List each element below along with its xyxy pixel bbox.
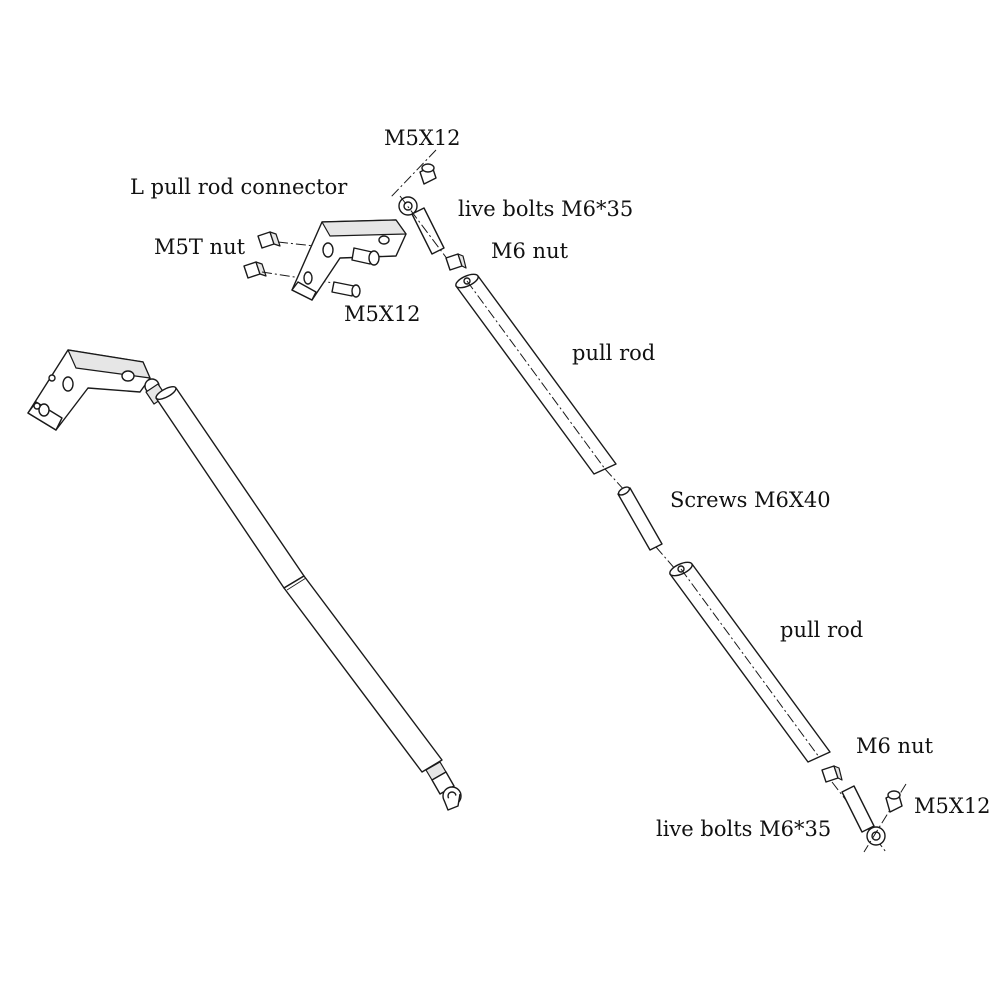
m5x12-bolt-bracket-upper: [351, 247, 380, 266]
label-m5x12-bottom: M5X12: [914, 794, 991, 818]
m5x12-bolt-top: [389, 149, 437, 199]
m6-nut-top: [445, 253, 467, 271]
live-bolt-bottom: [831, 781, 907, 853]
m5x12-bolt-bracket-lower: [331, 281, 361, 298]
m5t-nut-lower: [243, 261, 267, 279]
label-m5t-nut: M5T nut: [154, 235, 246, 259]
assembled-upper-ball-joint: [144, 378, 167, 405]
m5t-nut-upper: [257, 231, 281, 249]
assembled-rod-lower-tube: [283, 575, 443, 773]
label-l-pull-rod-connector: L pull rod connector: [130, 175, 348, 199]
exploded-pull-rod-lower: [669, 561, 831, 763]
m6-nut-bottom: [821, 765, 843, 783]
label-live-bolts-top: live bolts M6*35: [458, 197, 633, 221]
label-m6-nut-bottom: M6 nut: [856, 734, 934, 758]
assembled-l-bracket: [27, 349, 151, 431]
exploded-pull-rod-upper: [455, 273, 617, 475]
exploded-l-connector-group: [243, 149, 467, 301]
label-live-bolts-bottom: live bolts M6*35: [656, 817, 831, 841]
label-screws-m6x40: Screws M6X40: [670, 488, 831, 512]
label-m5x12-top: M5X12: [384, 126, 461, 150]
assembled-pull-rod: [27, 349, 462, 811]
label-m6-nut-top: M6 nut: [491, 239, 569, 263]
live-bolt-top: [398, 195, 455, 269]
m5x12-bolt-bottom: [885, 790, 903, 813]
label-m5x12-mid: M5X12: [344, 302, 421, 326]
assembled-lower-ball-joint: [425, 761, 462, 811]
exploded-l-bracket: [291, 219, 407, 301]
label-pull-rod-lower: pull rod: [780, 618, 863, 642]
label-pull-rod-upper: pull rod: [572, 341, 655, 365]
screws-m6x40: [617, 486, 663, 551]
assembled-rod-upper-tube: [155, 386, 305, 589]
